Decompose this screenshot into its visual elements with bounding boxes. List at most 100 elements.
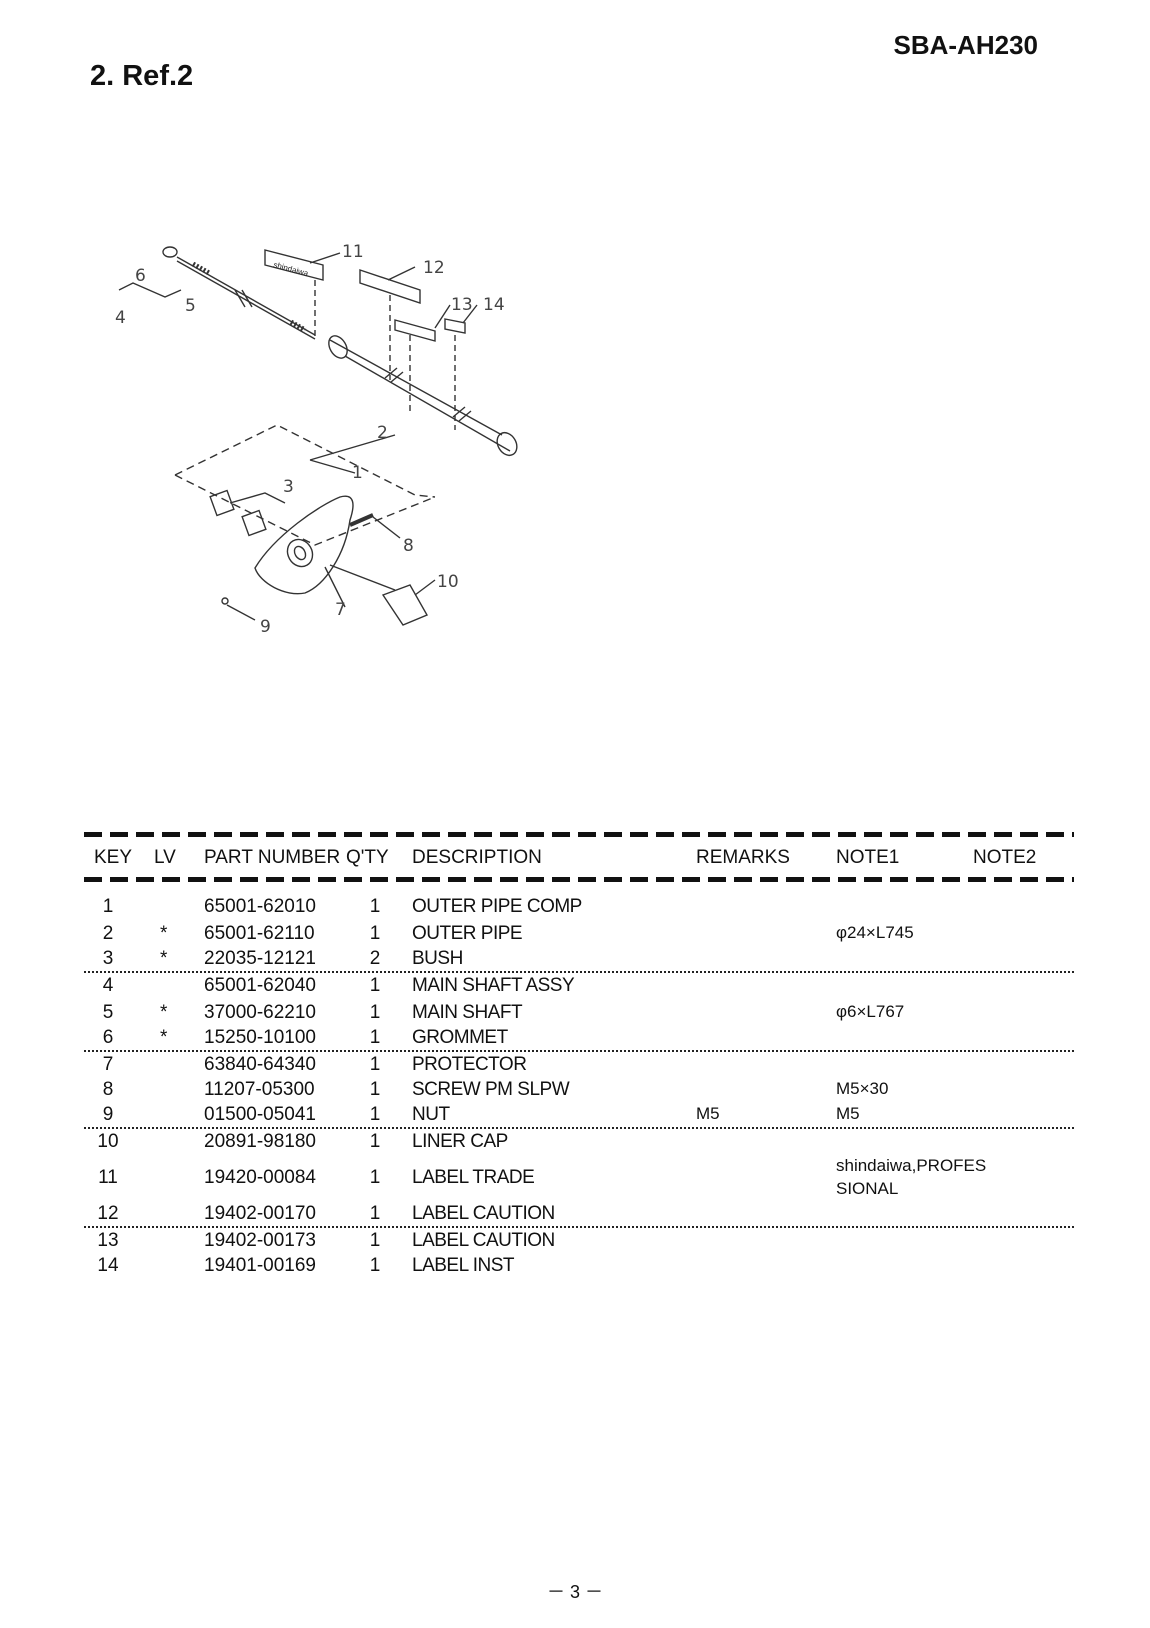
- table-header: KEY LV PART NUMBER Q'TY DESCRIPTION REMA…: [84, 837, 1074, 877]
- cell-qty: 1: [369, 1131, 381, 1152]
- part-protector-shape: [254, 495, 354, 595]
- table-row: 1 65001-62010 1 OUTER PIPE COMP: [84, 894, 1074, 919]
- part-outer-pipe-shape: [328, 335, 348, 359]
- cell-note1: shindaiwa,PROFES SIONAL: [836, 1156, 987, 1198]
- cell-desc: BUSH: [412, 948, 463, 969]
- cell-part: 65001-62110: [204, 923, 315, 944]
- cell-note1: M5×30: [836, 1079, 889, 1098]
- cell-key: 8: [102, 1079, 114, 1100]
- cell-key: 7: [102, 1054, 114, 1075]
- table-top-rule: [84, 832, 1074, 837]
- callout-6: 6: [135, 266, 146, 286]
- cell-part: 11207-05300: [204, 1079, 315, 1100]
- table-header-rule: [84, 877, 1074, 882]
- cell-qty: 1: [369, 1167, 381, 1188]
- cell-qty: 1: [369, 923, 381, 944]
- callout-14: 14: [483, 295, 505, 315]
- callout-1: 1: [352, 463, 363, 483]
- cell-part: 65001-62040: [204, 975, 316, 996]
- cell-qty: 1: [369, 1054, 381, 1075]
- label-trade-text: shindaiwa: [272, 260, 309, 278]
- cell-key: 1: [102, 896, 114, 917]
- part-nut-shape: [221, 597, 229, 605]
- cell-note1: φ6×L767: [836, 1002, 905, 1021]
- cell-qty: 1: [369, 1255, 381, 1276]
- cell-desc: MAIN SHAFT: [412, 1002, 523, 1023]
- callout-8: 8: [403, 536, 414, 556]
- cell-part: 01500-05041: [204, 1104, 316, 1125]
- cell-remarks: M5: [696, 1104, 720, 1123]
- col-note1: NOTE1: [836, 847, 900, 868]
- cell-part: 19420-00084: [204, 1167, 316, 1188]
- col-note2: NOTE2: [973, 847, 1037, 868]
- cell-key: 14: [97, 1255, 119, 1276]
- part-label-trade-shape: [264, 249, 324, 281]
- cell-key: 3: [102, 948, 114, 969]
- cell-key: 9: [102, 1104, 114, 1125]
- cell-desc: LABEL CAUTION: [412, 1230, 555, 1251]
- callout-9: 9: [260, 617, 271, 637]
- cell-qty: 2: [369, 948, 381, 969]
- cell-desc: NUT: [412, 1104, 450, 1125]
- cell-lv: *: [160, 948, 168, 969]
- cell-part: 63840-64340: [204, 1054, 316, 1075]
- cell-part: 20891-98180: [204, 1131, 316, 1152]
- cell-key: 11: [98, 1167, 118, 1188]
- cell-key: 2: [102, 923, 114, 944]
- cell-part: 19401-00169: [204, 1255, 316, 1276]
- cell-desc: LABEL TRADE: [412, 1167, 535, 1188]
- callout-7: 7: [335, 600, 346, 620]
- cell-desc: OUTER PIPE: [412, 923, 523, 944]
- cell-qty: 1: [369, 1027, 381, 1048]
- col-part-number: PART NUMBER: [204, 847, 341, 868]
- callout-13: 13: [451, 295, 473, 315]
- table-row: 9 01500-05041 1 NUT M5 M5: [84, 1102, 1074, 1129]
- callout-4: 4: [115, 308, 126, 328]
- part-screw-shape: [349, 513, 374, 527]
- callout-3: 3: [283, 477, 294, 497]
- cell-desc: OUTER PIPE COMP: [412, 896, 582, 917]
- parts-table: KEY LV PART NUMBER Q'TY DESCRIPTION REMA…: [84, 832, 1074, 1278]
- callout-2: 2: [377, 423, 388, 443]
- cell-desc: LABEL INST: [412, 1255, 515, 1276]
- cell-part: 65001-62010: [204, 896, 316, 917]
- col-key: KEY: [94, 847, 133, 868]
- col-remarks: REMARKS: [696, 847, 790, 868]
- col-qty: Q'TY: [346, 847, 389, 868]
- cell-qty: 1: [369, 896, 381, 917]
- cell-desc: GROMMET: [412, 1027, 508, 1048]
- cell-lv: *: [160, 923, 168, 944]
- cell-part: 19402-00173: [204, 1230, 316, 1251]
- cell-desc: MAIN SHAFT ASSY: [412, 975, 575, 996]
- callout-12: 12: [423, 258, 445, 278]
- cell-key: 10: [97, 1131, 119, 1152]
- cell-key: 12: [97, 1203, 119, 1224]
- cell-qty: 1: [369, 1203, 381, 1224]
- table-row: 11 19420-00084 1 LABEL TRADE shindaiwa,PROFE…: [84, 1154, 1074, 1201]
- section-title: 2. Ref.2: [90, 60, 194, 92]
- callout-11: 11: [342, 242, 364, 262]
- col-lv: LV: [154, 847, 176, 868]
- cell-qty: 1: [369, 1079, 381, 1100]
- exploded-parts-diagram: shindaiwa: [105, 235, 565, 675]
- cell-key: 13: [97, 1230, 119, 1251]
- cell-desc: LABEL CAUTION: [412, 1203, 555, 1224]
- model-number: SBA-AH230: [893, 30, 1039, 60]
- cell-note1: M5: [836, 1104, 860, 1123]
- cell-note1: φ24×L745: [836, 923, 914, 942]
- cell-qty: 1: [369, 1104, 381, 1125]
- cell-lv: *: [160, 1002, 168, 1023]
- callout-10: 10: [437, 572, 459, 592]
- part-liner-cap-shape: [381, 584, 428, 626]
- table-row: 2 * 65001-62110 1 OUTER PIPE φ24×L745: [84, 921, 1074, 946]
- table-row: 14 19401-00169 1 LABEL INST: [84, 1253, 1074, 1278]
- cell-key: 5: [102, 1002, 114, 1023]
- part-grommet-shape: [162, 246, 178, 258]
- page-number: － 3 －: [546, 1582, 603, 1602]
